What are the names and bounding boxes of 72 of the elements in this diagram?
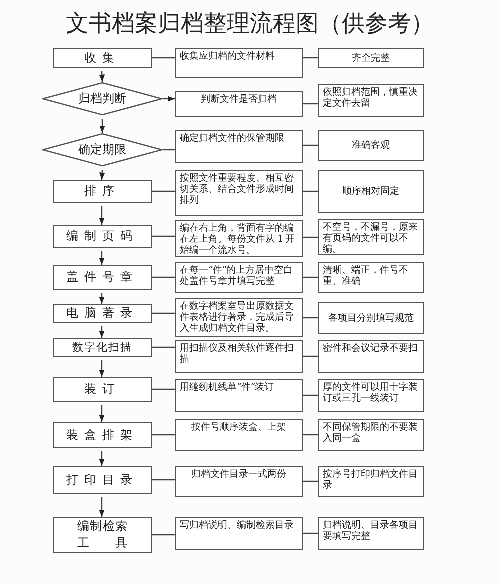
arrow: [99, 497, 105, 517]
connector-line: [152, 276, 175, 278]
process-box: 编制页码: [53, 225, 152, 248]
process-box: 数字化扫描: [53, 338, 152, 357]
arrow: [99, 293, 105, 304]
process-box: 收集: [53, 48, 152, 68]
note-box: 不同保管期限的不要装入同一盒: [318, 419, 424, 451]
connector-line: [303, 532, 318, 534]
note-box: 各项目分别填写规范: [318, 302, 424, 334]
connector-line: [303, 236, 318, 238]
note-box: 准确客观: [318, 130, 424, 161]
note-box: 判断文件是否归档: [175, 91, 303, 117]
title: 文书档案归档整理流程图（供参考）: [65, 10, 435, 39]
connector-line: [303, 394, 318, 396]
connector-line: [152, 57, 175, 59]
connector-line: [152, 479, 175, 481]
note-box: 不空号，不漏号，原来有页码的文件可以不编。: [318, 219, 424, 255]
connector-line: [303, 144, 318, 146]
note-box: 顺序相对固定: [318, 170, 424, 213]
connector-line: [303, 356, 318, 358]
arrow: [99, 326, 105, 338]
note-box: 按件号顺序装盒、上架: [175, 419, 303, 451]
connector-line: [152, 236, 175, 238]
note-box: 编在右上角，背面有字的编在左上角。每份文件从 1 开始编一个流水号。: [175, 220, 303, 257]
process-box: 排序: [53, 180, 152, 203]
connector-line: [163, 149, 175, 151]
process-box: 装盒排架: [53, 422, 152, 448]
connector-line: [152, 434, 175, 436]
note-box: 确定归档文件的保管期限: [175, 130, 303, 163]
connector-line: [152, 388, 175, 390]
arrow: [99, 451, 105, 466]
process-box: 电脑著录: [53, 304, 152, 323]
note-box: 按序号打印归档文件目录: [318, 466, 424, 497]
note-box: 清晰、端正，件号不重、准确: [318, 262, 424, 293]
note-box: 密件和会议记录不要扫: [318, 340, 424, 373]
note-box: 在每一“件”的上方居中空白处盖件号章并填写完整: [175, 262, 303, 293]
arrow: [99, 170, 106, 180]
process-box: 编制检索工具: [53, 517, 152, 553]
arrow: [99, 405, 105, 422]
arrow: [100, 119, 106, 133]
note-box: 齐全完整: [318, 48, 424, 68]
note-box: 收集应归档的文件材料: [175, 48, 303, 78]
process-box: 盖件号章: [53, 265, 152, 290]
note-box: 厚的文件可以用十字装订或三孔一线装订: [318, 379, 424, 412]
note-box: 依照归档范围，慎重决定文件去留: [318, 84, 424, 117]
note-box: 按照文件重要程度、相互密切关系、结合文件形成时间排列: [175, 170, 303, 216]
connector-line: [303, 276, 318, 278]
arrow: [99, 70, 106, 82]
connector-line: [152, 534, 175, 536]
note-box: 写归档说明、编制检索目录: [175, 517, 303, 550]
connector-line: [152, 190, 175, 192]
note-box: 用扫描仪及相关软件逐件扫描: [175, 340, 303, 373]
connector-line: [303, 57, 318, 59]
connector-line: [303, 190, 318, 192]
arrow: [99, 206, 105, 225]
connector-line: [303, 317, 318, 319]
note-box: 归档说明、目录各项目要填写完整: [318, 517, 424, 550]
note-box: 在数字档案室导出原数据文件表格进行著录，完成后导入生成归档文件目录。: [175, 298, 303, 337]
arrow: [99, 251, 105, 265]
arrow: [163, 96, 175, 102]
connector-line: [303, 103, 318, 105]
decision-diamond: 归档判断: [42, 82, 163, 116]
arrow: [99, 360, 105, 377]
connector-line: [303, 434, 318, 436]
connector-line: [303, 480, 318, 482]
process-box: 打印目录: [53, 466, 152, 494]
note-box: 用缝纫机线单“件”装订: [175, 379, 303, 412]
process-box: 装订: [53, 377, 152, 402]
connector-line: [152, 346, 175, 348]
note-box: 归档文件目录一式两份: [175, 466, 303, 497]
decision-diamond: 确定期限: [42, 133, 163, 167]
connector-line: [152, 312, 175, 314]
